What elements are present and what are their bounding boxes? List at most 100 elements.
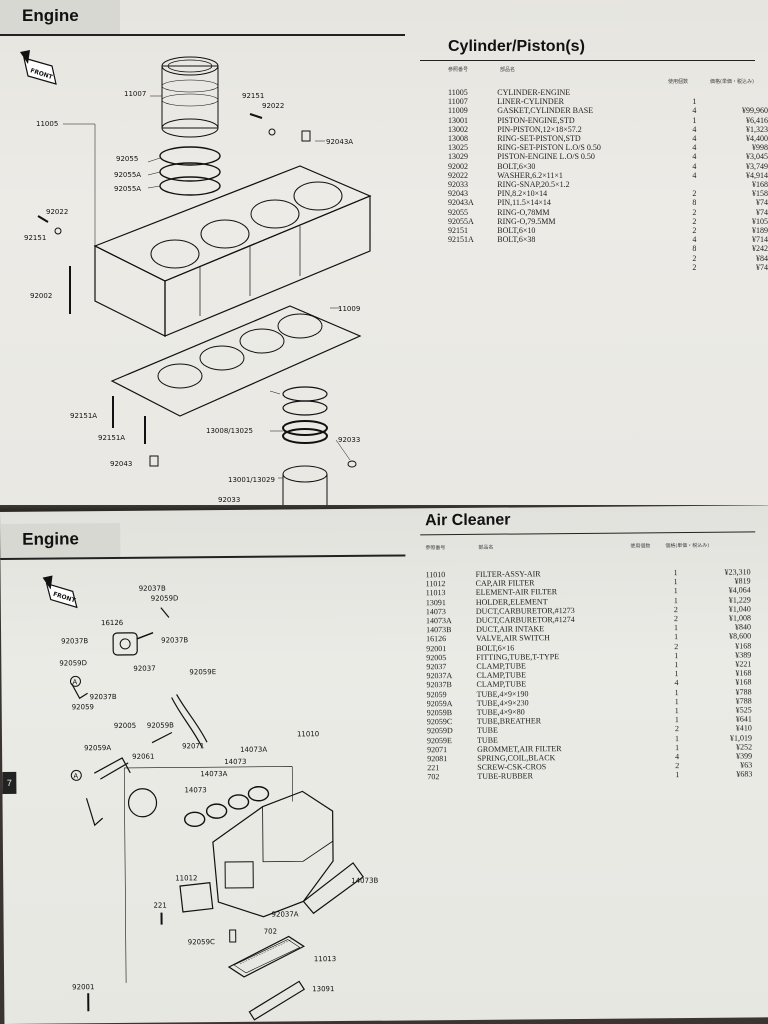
part-number: 16126: [426, 634, 447, 644]
part-qty: 1: [675, 770, 680, 780]
part-qty: 1: [674, 660, 679, 670]
part-qty: 1: [673, 595, 678, 605]
part-qty: 2: [674, 724, 679, 734]
callout-92037B-3: 92037B: [161, 636, 188, 644]
column-header-price-2: 価格(単価・税込み): [665, 542, 710, 550]
part-number: 13025: [448, 143, 468, 153]
callout-11009: 11009: [338, 305, 360, 313]
part-price: ¥105: [752, 216, 768, 226]
part-qty: 1: [674, 687, 679, 697]
bolts-and-pins: [37, 113, 357, 468]
callout-92061: 92061: [132, 753, 154, 761]
part-number: 92151A: [448, 235, 474, 245]
part-price: ¥4,400: [746, 134, 768, 144]
part-price: ¥714: [752, 235, 768, 245]
callout-11005: 11005: [36, 120, 58, 128]
part-qty: 2: [692, 207, 697, 217]
callout-13008: 13008/13025: [206, 427, 253, 435]
callout-92043A: 92043A: [326, 138, 353, 146]
part-price: ¥3,749: [746, 161, 768, 171]
callout-92022-2: 92022: [46, 208, 68, 216]
carburetor-ducts-drawing: [183, 786, 270, 828]
part-qty: 1: [692, 97, 697, 107]
callout-92059B: 92059B: [147, 721, 174, 729]
part-qty: 8: [692, 244, 697, 254]
part-qty: 1: [675, 742, 680, 752]
part-price: [709, 97, 768, 106]
part-number: 92081: [427, 754, 448, 764]
section-rule-2: [420, 531, 756, 536]
part-name: LINER-CYLINDER: [497, 97, 564, 107]
callout-92059D-2: 92059D: [59, 659, 87, 667]
o-ring-drawing: [159, 146, 221, 196]
part-qty: 1: [692, 115, 697, 125]
callout-92055A-2: 92055A: [114, 185, 141, 193]
part-number: 92022: [448, 170, 468, 180]
part-price: ¥683: [736, 769, 753, 780]
part-qty: [680, 180, 709, 189]
callout-702: 702: [264, 928, 277, 936]
part-price: ¥1,019: [729, 733, 753, 743]
parts-row: 2¥74: [448, 263, 768, 272]
part-name: [497, 244, 680, 253]
part-number: 14073B: [426, 625, 452, 635]
callout-14073: 14073: [224, 758, 246, 766]
part-qty: 1: [674, 706, 679, 716]
part-number: [448, 254, 497, 263]
callout-92059E: 92059E: [189, 668, 216, 676]
part-number: 14073: [425, 606, 446, 617]
part-name: RING-SNAP,20.5×1.2: [497, 180, 570, 190]
leader-lines: [63, 95, 351, 479]
part-name: [497, 263, 680, 272]
part-price: ¥168: [735, 641, 752, 651]
column-header-ref-2: 参照番号: [425, 545, 446, 552]
part-price: ¥1,040: [728, 604, 751, 614]
part-name: CYLINDER-ENGINE: [497, 88, 571, 97]
callout-13001: 13001/13029: [228, 476, 275, 484]
part-price: ¥6,416: [746, 115, 768, 125]
part-price: ¥1,008: [728, 613, 751, 623]
part-number: 92055A: [448, 216, 474, 226]
part-qty: 4: [692, 134, 697, 144]
part-price: ¥399: [736, 751, 753, 761]
callout-92033-2: 92033: [218, 496, 240, 504]
part-qty: 2: [692, 253, 697, 263]
part-number: 92059: [426, 689, 447, 699]
part-qty: 2: [692, 262, 697, 272]
part-qty: 4: [675, 752, 680, 762]
part-name: BOLT,6×30: [497, 161, 536, 171]
callout-92002: 92002: [30, 292, 52, 300]
part-price: ¥74: [756, 207, 768, 217]
part-name: PISTON-ENGINE L.O/S 0.50: [497, 152, 595, 162]
part-qty: 4: [692, 152, 697, 162]
part-qty: 4: [674, 678, 679, 688]
part-price: ¥389: [735, 650, 752, 660]
part-number: 92037: [426, 662, 447, 672]
callout-92037B-4: 92037B: [90, 693, 117, 701]
part-name: RING-SET-PISTON,STD: [497, 134, 581, 144]
callout-14073A-2: 14073A: [200, 770, 227, 778]
air-switch-valve-drawing: [112, 631, 154, 656]
part-price: ¥998: [752, 143, 768, 153]
callout-14073B: 14073B: [351, 877, 378, 885]
part-price: ¥1,323: [746, 124, 768, 134]
part-number: 13029: [448, 152, 468, 162]
part-qty: 1: [674, 715, 679, 725]
part-number: 92071: [427, 744, 448, 755]
part-price: ¥819: [734, 576, 751, 586]
part-number: 13001: [448, 115, 468, 125]
part-price: ¥99,960: [742, 106, 768, 116]
filter-element-drawing: [227, 935, 305, 978]
callout-14073A: 14073A: [240, 746, 267, 754]
section-title: Cylinder/Piston(s): [448, 38, 585, 55]
part-qty: 1: [674, 696, 679, 706]
part-qty: 2: [692, 189, 697, 199]
